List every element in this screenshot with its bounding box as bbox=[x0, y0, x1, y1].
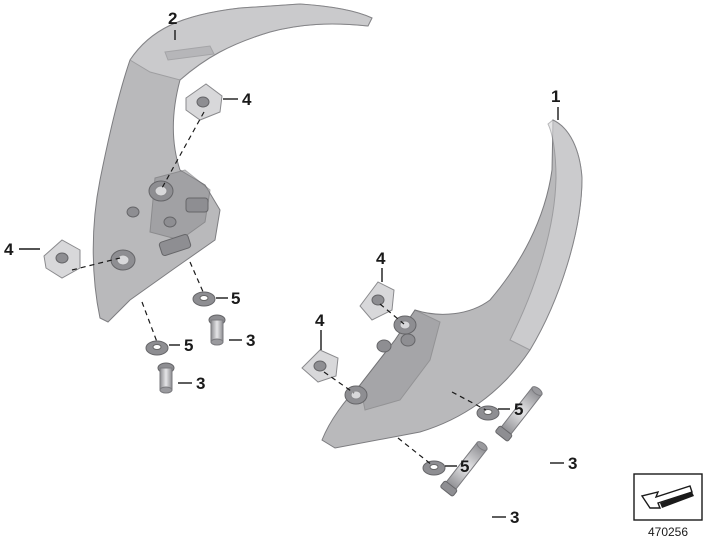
washer-d bbox=[422, 460, 446, 476]
callout-3-a: 3 bbox=[246, 331, 255, 350]
callout-5-b: 5 bbox=[184, 336, 193, 355]
clip-nut-low bbox=[301, 349, 339, 383]
callout-2: 2 bbox=[168, 9, 177, 28]
callout-3-c: 3 bbox=[568, 454, 577, 473]
callout-3-b: 3 bbox=[196, 374, 205, 393]
washer-c bbox=[476, 405, 500, 421]
callout-leaders bbox=[19, 30, 564, 518]
grab-handle-left bbox=[92, 3, 373, 323]
assembly-lines bbox=[71, 111, 487, 466]
callout-5-a: 5 bbox=[231, 289, 240, 308]
callout-5-c: 5 bbox=[514, 400, 523, 419]
callout-1: 1 bbox=[551, 87, 560, 106]
washer-a bbox=[192, 291, 216, 307]
callout-4-top: 4 bbox=[242, 90, 252, 109]
callout-4-low: 4 bbox=[315, 311, 325, 330]
clip-nut-mid bbox=[359, 281, 395, 321]
callout-4-left: 4 bbox=[4, 240, 14, 259]
grab-handle-right bbox=[321, 119, 583, 449]
bolt-b bbox=[157, 362, 175, 394]
reference-box: 470256 bbox=[633, 473, 703, 539]
clip-nut-left bbox=[43, 239, 81, 279]
callout-5-d: 5 bbox=[460, 457, 469, 476]
reference-number: 470256 bbox=[648, 525, 688, 539]
callout-4-mid: 4 bbox=[376, 249, 386, 268]
washer-b bbox=[145, 340, 169, 356]
direction-arrow-icon bbox=[640, 485, 694, 509]
callout-3-d: 3 bbox=[510, 508, 519, 527]
bolt-d bbox=[440, 441, 488, 497]
bolt-c bbox=[495, 386, 543, 442]
bolt-a bbox=[208, 314, 226, 346]
clip-nut-top bbox=[185, 83, 223, 121]
